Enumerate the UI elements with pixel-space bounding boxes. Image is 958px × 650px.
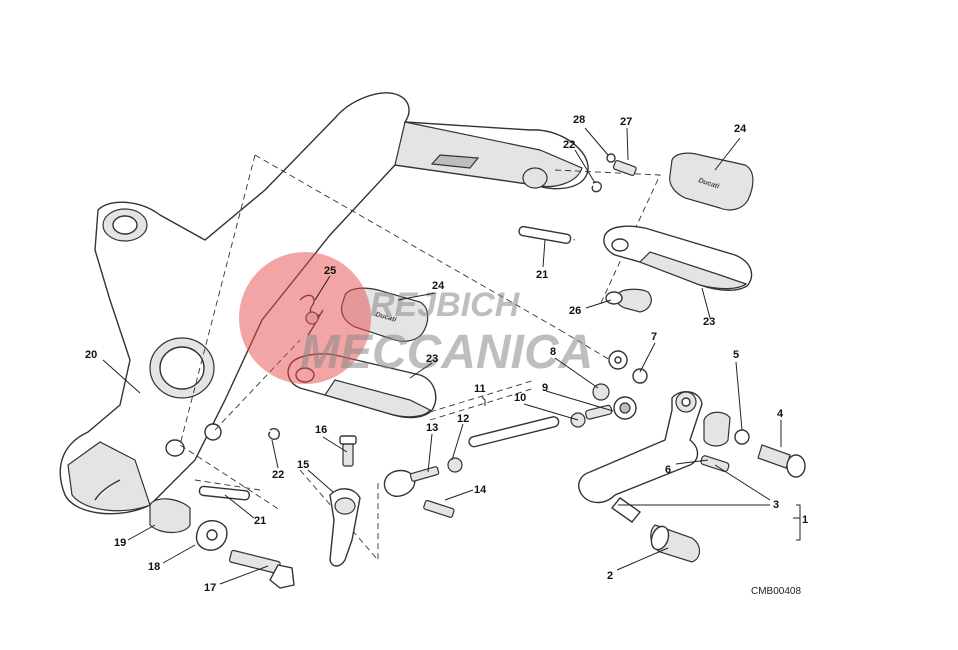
callout-1: 1 xyxy=(802,514,808,526)
leader-lines xyxy=(102,127,801,585)
shift-peg-rubber xyxy=(650,524,701,563)
shift-rod-11 xyxy=(468,416,560,448)
callout-2: 2 xyxy=(607,570,613,582)
callout-6: 6 xyxy=(665,464,671,476)
callout-25: 25 xyxy=(324,265,336,277)
callout-26: 26 xyxy=(569,305,581,317)
callout-22-lower: 22 xyxy=(272,469,284,481)
pivot-pin-lower xyxy=(198,485,251,501)
callout-24-left: 24 xyxy=(432,280,445,292)
nuts-and-joints xyxy=(383,350,648,497)
callout-9: 9 xyxy=(542,382,548,394)
watermark: REJBICH MECCANICA xyxy=(239,252,593,384)
callout-28: 28 xyxy=(573,114,585,126)
callout-labels: 1 2 3 4 5 6 7 8 9 10 11 12 13 14 15 16 1… xyxy=(85,114,808,594)
callout-19: 19 xyxy=(114,537,126,549)
callout-22-upper: 22 xyxy=(563,139,575,151)
pivot-pin-upper xyxy=(518,225,572,244)
lever-bushing-and-bolt xyxy=(700,411,806,478)
callout-27: 27 xyxy=(620,116,632,128)
callout-24-right: 24 xyxy=(734,123,747,135)
callout-5: 5 xyxy=(733,349,739,361)
callout-4: 4 xyxy=(777,408,784,420)
callout-7: 7 xyxy=(651,331,657,343)
right-footpeg-rubber-pad: Ducati xyxy=(669,152,754,211)
callout-13: 13 xyxy=(426,422,438,434)
right-footpeg xyxy=(603,225,753,291)
callout-23-right: 23 xyxy=(703,316,715,328)
callout-10: 10 xyxy=(514,392,526,404)
footpeg-bracket-plate xyxy=(59,92,589,515)
callout-21-upper: 21 xyxy=(536,269,548,281)
selector-arm xyxy=(329,435,455,567)
callout-14: 14 xyxy=(474,484,487,496)
lower-bolt-assembly xyxy=(149,498,295,589)
callout-12: 12 xyxy=(457,413,469,425)
shift-lever xyxy=(578,391,703,523)
callout-16: 16 xyxy=(315,424,327,436)
callout-11: 11 xyxy=(474,383,486,395)
callout-17: 17 xyxy=(204,582,216,594)
callout-3: 3 xyxy=(773,499,779,511)
callout-21-lower: 21 xyxy=(254,515,266,527)
callout-23-left: 23 xyxy=(426,353,438,365)
watermark-line2: MECCANICA xyxy=(300,326,593,379)
callout-20: 20 xyxy=(85,349,97,361)
drawing-code: CMB00408 xyxy=(751,586,801,597)
small-hardware xyxy=(268,153,652,441)
watermark-line1: REJBICH xyxy=(370,286,521,324)
callout-18: 18 xyxy=(148,561,160,573)
callout-8: 8 xyxy=(550,346,556,358)
callout-15: 15 xyxy=(297,459,309,471)
